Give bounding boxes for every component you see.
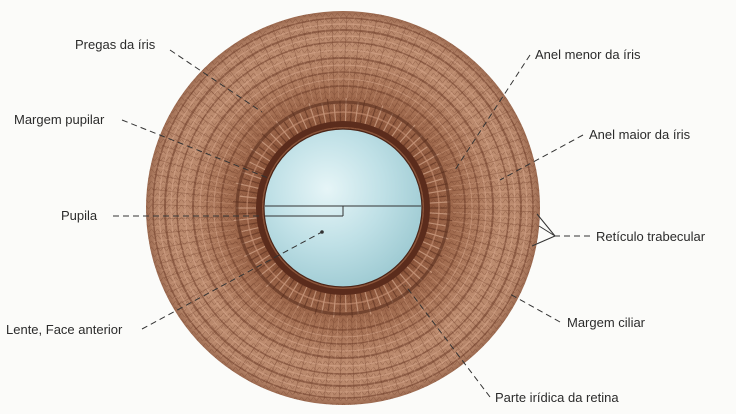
- iris-furrows: [152, 17, 534, 399]
- leader-reticulo-b: [531, 213, 556, 247]
- label-pregas-da-iris: Pregas da íris: [75, 37, 156, 52]
- label-anel-menor: Anel menor da íris: [535, 47, 641, 62]
- iris-highlights: [158, 23, 528, 393]
- label-reticulo-trabecular: Retículo trabecular: [596, 229, 706, 244]
- label-lente-face-anterior: Lente, Face anterior: [6, 322, 123, 337]
- collarette: [235, 100, 451, 316]
- leader-pregas: [169, 49, 263, 113]
- label-margem-pupilar: Margem pupilar: [14, 112, 105, 127]
- pupillary-ruff: [256, 121, 430, 295]
- leader-anel-menor: [454, 54, 531, 171]
- iris-crypts: [151, 16, 535, 400]
- leader-margem-pupilar: [121, 119, 269, 179]
- label-pupila: Pupila: [61, 208, 98, 223]
- leader-lente: [141, 231, 323, 330]
- label-anel-maior: Anel maior da íris: [589, 127, 691, 142]
- label-margem-ciliar: Margem ciliar: [567, 315, 646, 330]
- leader-parte-iridica: [404, 284, 491, 398]
- label-parte-iridica-da-retina: Parte irídica da retina: [495, 390, 619, 405]
- leader-anel-maior: [499, 134, 584, 181]
